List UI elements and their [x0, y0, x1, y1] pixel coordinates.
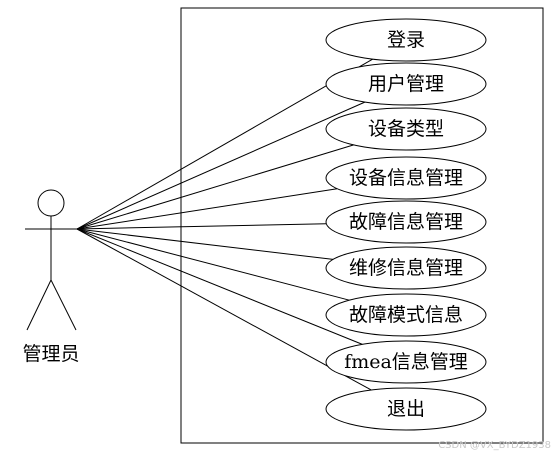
- watermark: CSDN @VX_BYDZ1938: [438, 440, 551, 451]
- use-case-label: 用户管理: [368, 73, 444, 95]
- actor-label: 管理员: [22, 343, 79, 365]
- use-case-label: 退出: [387, 398, 425, 420]
- use-case-ellipse: [325, 200, 487, 244]
- use-case-ellipse: [325, 387, 487, 431]
- use-case-user-management[interactable]: 用户管理: [325, 62, 487, 106]
- use-case-ellipse: [325, 156, 487, 200]
- association-line: [76, 223, 327, 230]
- use-case-fault-info-management[interactable]: 故障信息管理: [325, 200, 487, 244]
- use-case-logout[interactable]: 退出: [325, 387, 487, 431]
- association-line: [76, 228, 334, 260]
- system-boundary: [180, 7, 544, 444]
- use-case-ellipse: [325, 62, 487, 106]
- association-line: [76, 101, 366, 230]
- actor-figure: [25, 189, 77, 331]
- actor-head: [37, 189, 65, 217]
- use-case-label: 故障模式信息: [349, 304, 463, 326]
- use-case-login[interactable]: 登录: [325, 18, 487, 62]
- association-lines: [76, 58, 374, 391]
- actor-right-leg: [50, 279, 77, 331]
- use-case-fmea-info-management[interactable]: fmea信息管理: [325, 340, 487, 384]
- association-line: [76, 228, 350, 301]
- use-case-device-type[interactable]: 设备类型: [325, 107, 487, 151]
- use-case-ellipse: [325, 340, 487, 384]
- use-case-fault-mode-info[interactable]: 故障模式信息: [325, 293, 487, 337]
- association-line: [76, 228, 363, 345]
- use-case-repair-info-management[interactable]: 维修信息管理: [325, 246, 487, 290]
- use-case-ellipse: [325, 107, 487, 151]
- use-case-label: 维修信息管理: [349, 257, 463, 279]
- use-case-ellipse: [325, 246, 487, 290]
- use-case-ellipse: [325, 18, 487, 62]
- use-case-label: fmea信息管理: [344, 351, 468, 373]
- association-line: [76, 188, 338, 230]
- association-line: [76, 144, 354, 230]
- association-line: [76, 228, 372, 391]
- use-case-ellipse: [325, 293, 487, 337]
- use-case-label: 设备类型: [368, 118, 444, 140]
- use-case-device-info-management[interactable]: 设备信息管理: [325, 156, 487, 200]
- association-line: [76, 58, 374, 230]
- use-case-label: 登录: [387, 29, 425, 51]
- use-case-label: 故障信息管理: [349, 211, 463, 233]
- actor-left-leg: [26, 279, 52, 331]
- use-case-label: 设备信息管理: [349, 167, 463, 189]
